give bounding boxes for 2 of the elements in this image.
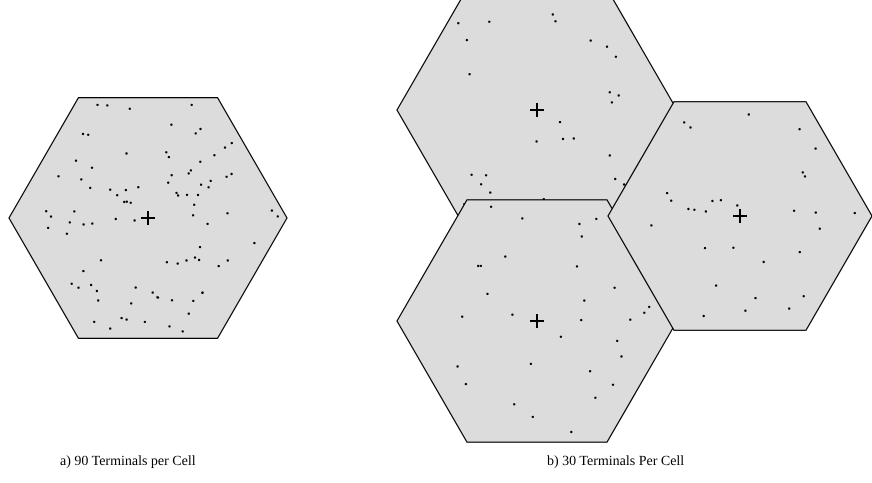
- figure-caption: a) 90 Terminals per Cell: [60, 454, 196, 470]
- figure-caption: b) 30 Terminals Per Cell: [547, 454, 684, 470]
